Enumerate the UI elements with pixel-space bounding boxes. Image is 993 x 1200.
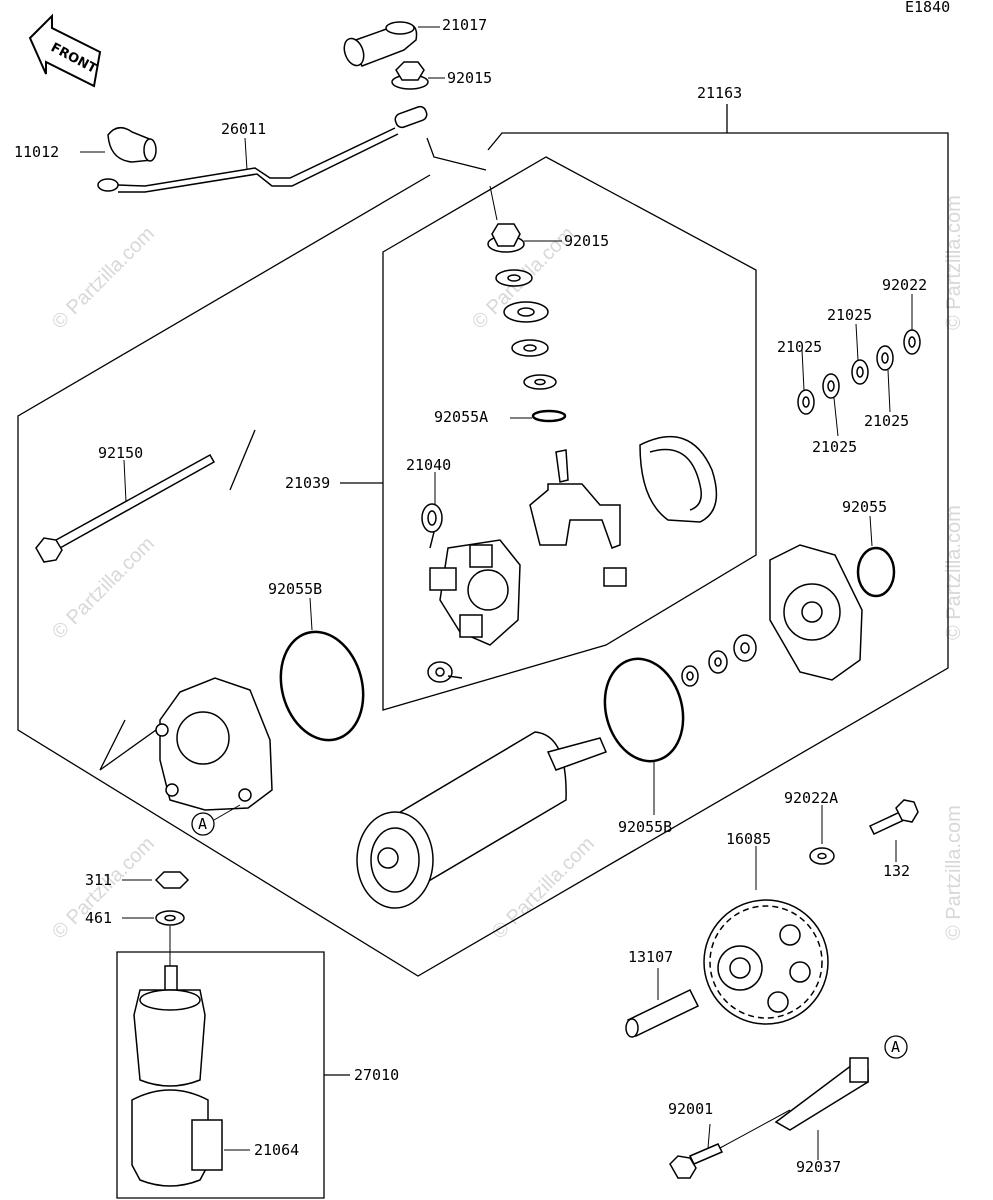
idler-gear [703,899,829,1025]
label-21017: 21017 [442,16,487,34]
brush-terminal [529,449,627,587]
label-21025-b: 21025 [777,338,822,356]
label-11012: 11012 [14,143,59,161]
label-92022A: 92022A [784,789,838,807]
label-92055B-left: 92055B [268,580,322,598]
washer-92022a [809,847,835,865]
rubber-boot [107,126,157,163]
watermark-5: © Partzilla.com [488,833,599,944]
terminal-cap [343,21,418,67]
label-92015-top: 92015 [447,69,492,87]
label-21163: 21163 [697,84,742,102]
starter-cable [97,105,428,193]
ref-marker-right-label: A [891,1038,900,1056]
label-21025-c: 21025 [864,412,909,430]
label-311: 311 [85,871,112,889]
front-arrow: FRONT [28,13,102,88]
label-21025-d: 21025 [812,438,857,456]
label-16085: 16085 [726,830,771,848]
front-cover [155,677,273,811]
o-ring-92055b-right [603,657,685,763]
through-bolt [35,453,216,563]
gear-shaft [625,989,700,1038]
ref-marker-right [884,1035,908,1059]
watermark-1: © Partzilla.com [48,223,159,334]
brush-sleeve [639,436,718,523]
shim-washers [681,634,757,687]
o-ring-92055 [856,546,896,598]
watermark-8: © Partzilla.com [943,805,965,940]
label-21025-a: 21025 [827,306,872,324]
end-cover [769,544,863,681]
label-21040: 21040 [406,456,451,474]
diagram-code: E1840 [905,0,950,16]
watermark-6: © Partzilla.com [943,195,965,330]
label-132: 132 [883,862,910,880]
washer-stack [495,269,567,423]
solenoid [131,965,223,1187]
bolt-132 [868,799,919,835]
washer-461 [155,910,185,926]
brush-holder [429,539,521,646]
brush-spring [421,503,463,683]
label-92001: 92001 [668,1100,713,1118]
ref-marker-left [191,812,215,836]
label-461: 461 [85,909,112,927]
watermark-7: © Partzilla.com [943,505,965,640]
right-washers [797,329,921,415]
label-92015-mid: 92015 [564,232,609,250]
bolt-92001 [669,1143,724,1179]
solenoid-box [116,951,350,1199]
label-26011: 26011 [221,120,266,138]
o-ring-92055b-left [279,630,365,742]
label-92037: 92037 [796,1158,841,1176]
nut-top [391,61,429,90]
label-92055B-right: 92055B [618,818,672,836]
label-27010: 27010 [354,1066,399,1084]
nut-middle [487,223,525,253]
label-21039: 21039 [285,474,330,492]
part-labels: 21017 92015 21163 26011 11012 92015 9202… [14,16,927,1176]
motor-yoke [356,731,608,909]
label-92055A: 92055A [434,408,488,426]
label-92150: 92150 [98,444,143,462]
watermark-3: © Partzilla.com [48,533,159,644]
label-13107: 13107 [628,948,673,966]
label-92055: 92055 [842,498,887,516]
clamp-92037 [774,1057,869,1131]
label-21064: 21064 [254,1141,299,1159]
assembly-outline [17,104,949,977]
ref-marker-left-label: A [198,815,207,833]
label-92022: 92022 [882,276,927,294]
nut-311 [154,871,190,889]
